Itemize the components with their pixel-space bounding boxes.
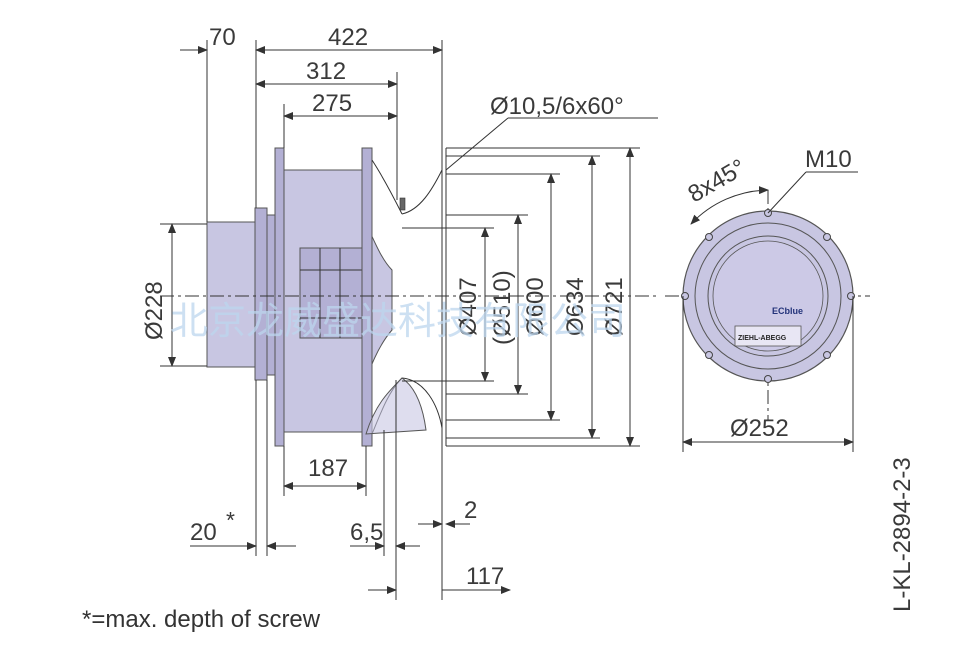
motor-flange	[254, 207, 268, 381]
dim-dia-510: (Ø510)	[489, 270, 516, 345]
drawing-number: L-KL-2894-2-3	[889, 457, 916, 612]
impeller-backplate	[274, 147, 285, 447]
dim-dia-634: Ø634	[562, 277, 589, 336]
dim-20: 20	[190, 519, 217, 546]
dim-dia-600: Ø600	[522, 277, 549, 336]
dim-dia-721: Ø721	[601, 277, 628, 336]
dim-dia-407: Ø407	[455, 277, 482, 336]
dim-dia-228: Ø228	[141, 281, 168, 340]
brand-ziehl-abegg: ZIEHL-ABEGG	[738, 335, 787, 342]
watermark: 北京龙威盛达科技有限公司	[170, 299, 626, 343]
dim-m10: M10	[805, 146, 852, 173]
dim-dia-252: Ø252	[730, 415, 789, 442]
brand-ecblue: ECblue	[772, 306, 803, 316]
impeller-shroud	[361, 147, 373, 447]
dim-6-5: 6,5	[350, 519, 383, 546]
top-dimensions: 70 422 312 275 Ø10,5/6x60°	[180, 24, 658, 222]
dim-70: 70	[209, 24, 236, 51]
front-view-fan: ECblue ZIEHL-ABEGG 8x45° M10 Ø252	[681, 146, 858, 452]
bottom-dimensions: 187 20 * 6,5 2 117	[190, 380, 511, 600]
dim-2: 2	[464, 497, 477, 524]
dim-312: 312	[306, 58, 346, 85]
diameter-dimensions: Ø407 (Ø510) Ø600 Ø634 Ø721	[402, 147, 640, 447]
impeller-hub	[299, 247, 363, 339]
footnote: *=max. depth of screw	[82, 606, 321, 633]
dim-20-star: *	[226, 507, 235, 533]
dim-422: 422	[328, 24, 368, 51]
dim-hole-pattern: Ø10,5/6x60°	[490, 93, 624, 120]
dim-275: 275	[312, 90, 352, 117]
side-view-fan	[206, 147, 447, 447]
dim-187: 187	[308, 455, 348, 482]
dim-angle: 8x45°	[684, 154, 751, 208]
mounting-plate	[266, 214, 276, 376]
hub-diameter-dimension: Ø228	[141, 223, 207, 367]
dim-117: 117	[466, 563, 504, 590]
